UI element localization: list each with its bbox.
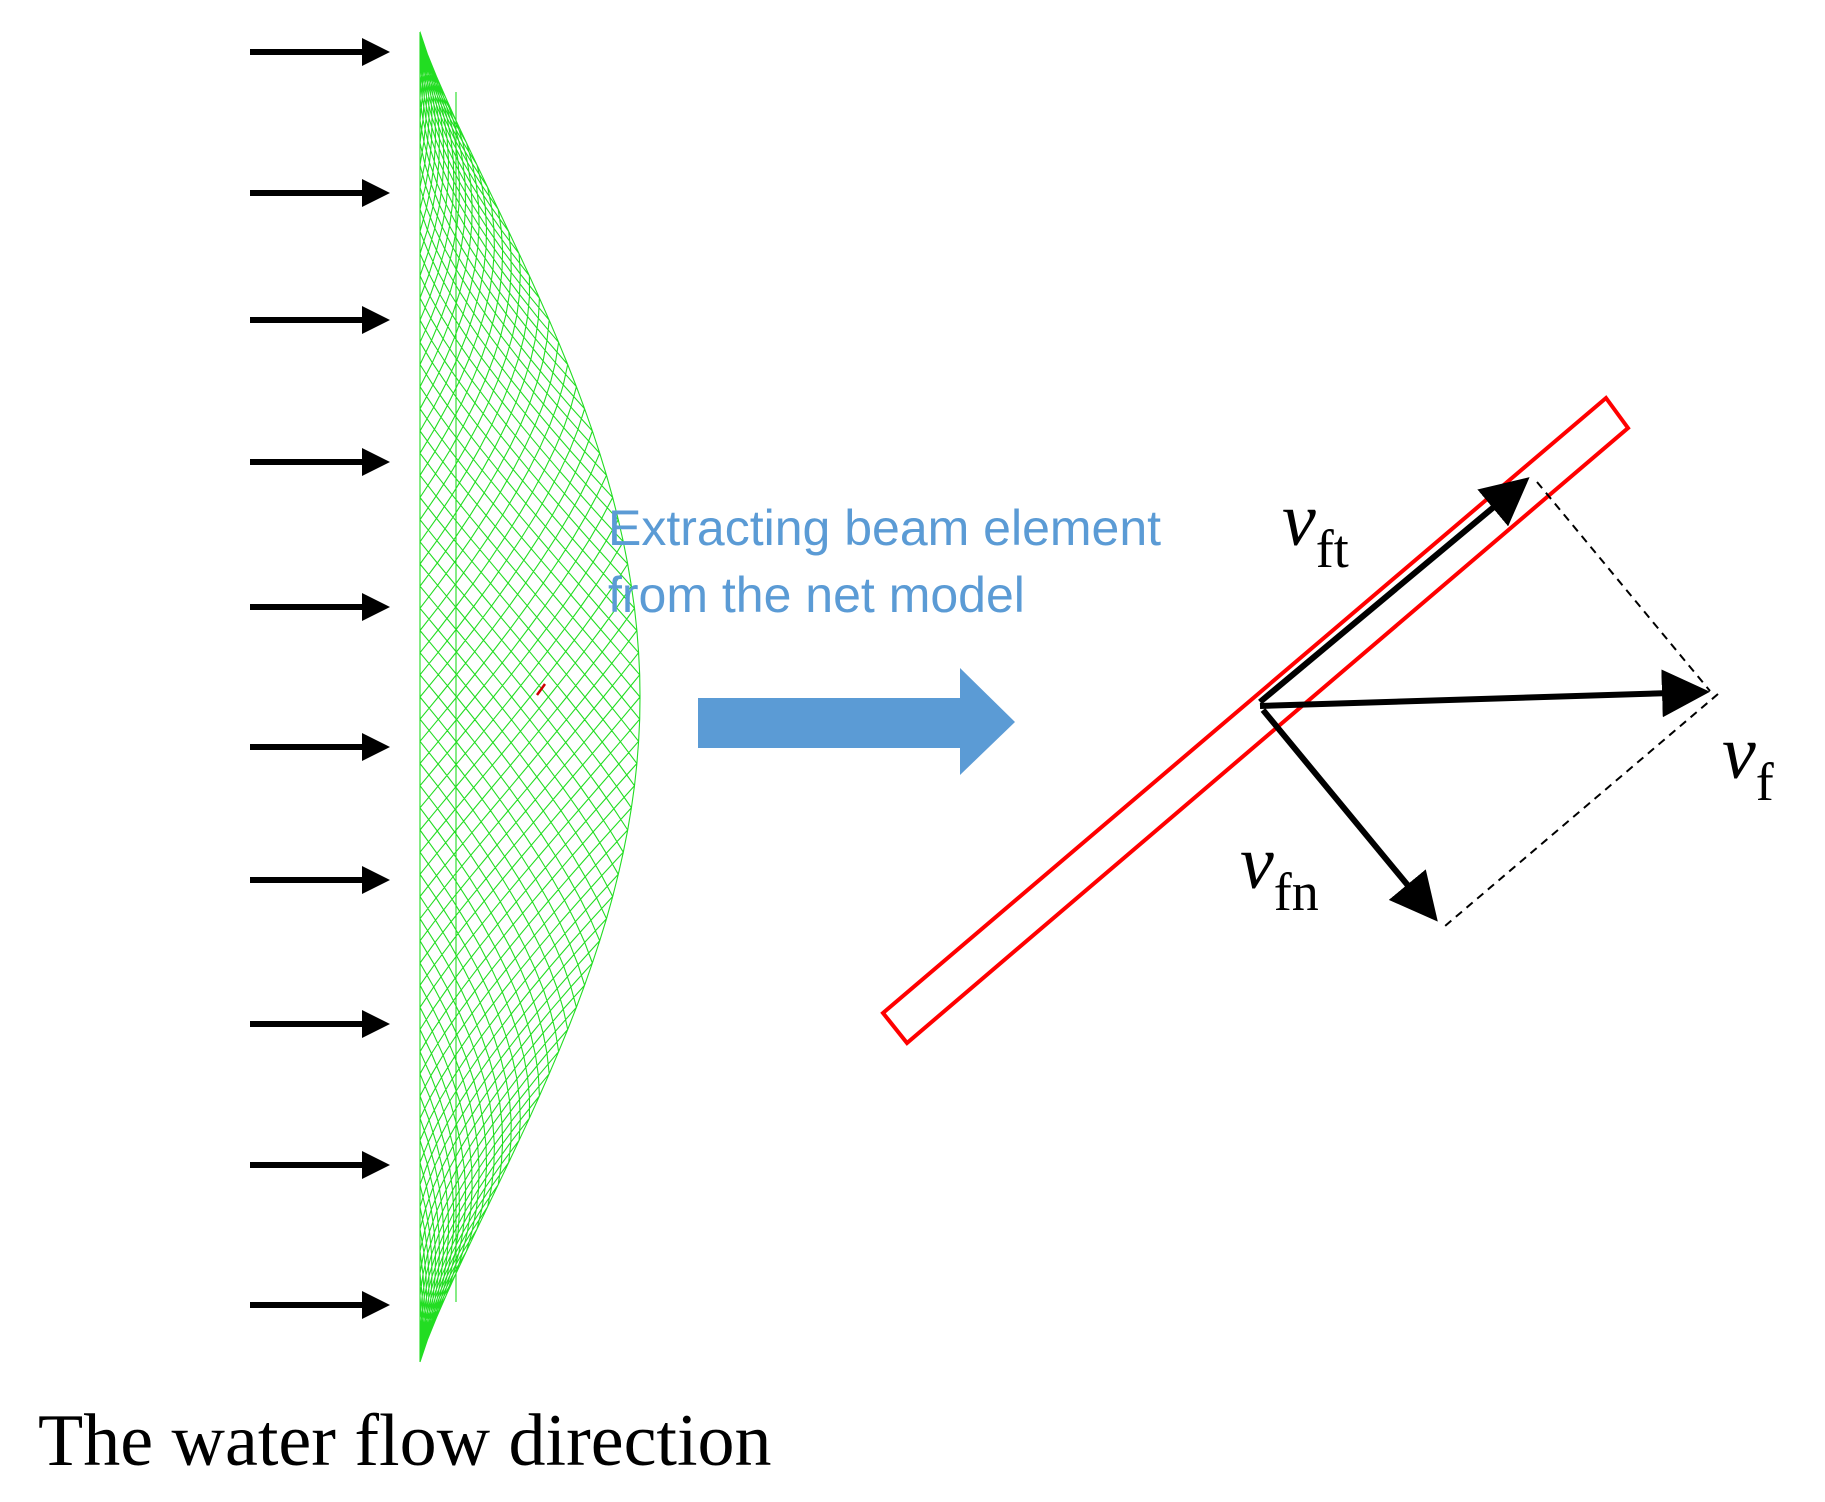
flow-arrows [250, 38, 390, 1319]
dashed-projection-top [1536, 481, 1711, 692]
right-arrow-head [362, 1151, 390, 1179]
right-arrow-head [362, 1010, 390, 1038]
right-arrow-head [362, 38, 390, 66]
vector-fn-line [1260, 708, 1438, 922]
right-arrow-head [362, 593, 390, 621]
right-arrow-head [362, 448, 390, 476]
extract-label-line2: from the net model [608, 567, 1025, 623]
vector-f-label: vf [1722, 711, 1774, 812]
extract-label-line1: Extracting beam element [608, 500, 1161, 556]
right-arrow-head [362, 866, 390, 894]
net-mesh-lines [419, 31, 641, 1363]
beam-element-outline [880, 395, 1631, 1046]
right-arrow-head [362, 1291, 390, 1319]
right-arrow-head [362, 306, 390, 334]
vector-f-line [1259, 669, 1710, 718]
right-arrow-head [362, 179, 390, 207]
caption: The water flow direction [38, 1400, 772, 1482]
right-arrow-head [362, 733, 390, 761]
vector-fn-label: vfn [1240, 821, 1319, 922]
dashed-projection-bottom [1444, 693, 1719, 927]
block-right-arrow-icon [698, 668, 1015, 775]
net-mesh [419, 31, 641, 1363]
vector-ft-line [1258, 477, 1530, 705]
extracted-element-marker [535, 683, 547, 696]
vector-ft-label: vft [1282, 478, 1349, 579]
